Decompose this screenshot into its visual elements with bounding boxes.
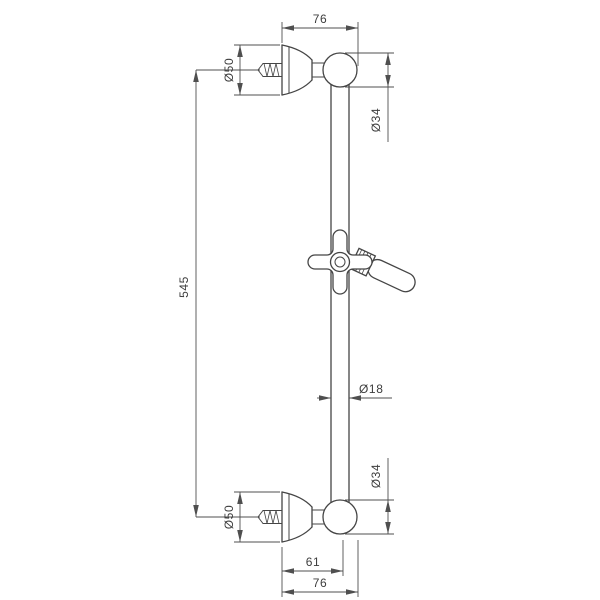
- top-wall-mount: [257, 44, 358, 96]
- dim-label-bottom-ball-diameter: Ø34: [369, 464, 383, 488]
- dim-bottom-width: 76: [282, 540, 359, 597]
- ball-joint-top: [322, 52, 358, 88]
- wall-screw-top-icon: [257, 63, 283, 77]
- dim-label-top-width: 76: [313, 12, 328, 26]
- dim-label-overall-length: 545: [177, 276, 191, 298]
- dim-rail-diameter: Ø18: [317, 382, 392, 401]
- handle-hub-outer: [329, 251, 351, 273]
- handle-hub-inner: [334, 256, 346, 268]
- flange-bell-top: [281, 44, 313, 96]
- dim-top-ball-diameter: Ø34: [345, 52, 394, 142]
- dim-label-bottom-inner-width: 61: [306, 555, 321, 569]
- slider-cross-handle: [307, 229, 373, 295]
- wall-screw-bottom-icon: [257, 510, 283, 524]
- flange-bell-bottom: [281, 491, 313, 543]
- dim-top-width: 76: [281, 12, 359, 66]
- dim-bottom-inner-width: 61: [281, 540, 344, 597]
- cross-handle-outline: [307, 229, 373, 295]
- dim-bottom-ball-diameter: Ø34: [345, 458, 394, 535]
- ball-joint-bottom: [322, 499, 358, 535]
- dim-label-rail-diameter: Ø18: [359, 382, 383, 396]
- dim-bottom-flange-diameter: Ø50: [222, 491, 280, 543]
- slide-rail: [330, 83, 350, 504]
- dim-overall-length: 545: [177, 69, 260, 518]
- dim-label-bottom-flange-diameter: Ø50: [222, 505, 236, 529]
- bottom-wall-mount: [257, 491, 358, 543]
- dim-label-top-ball-diameter: Ø34: [369, 108, 383, 132]
- dim-label-bottom-width: 76: [313, 576, 328, 590]
